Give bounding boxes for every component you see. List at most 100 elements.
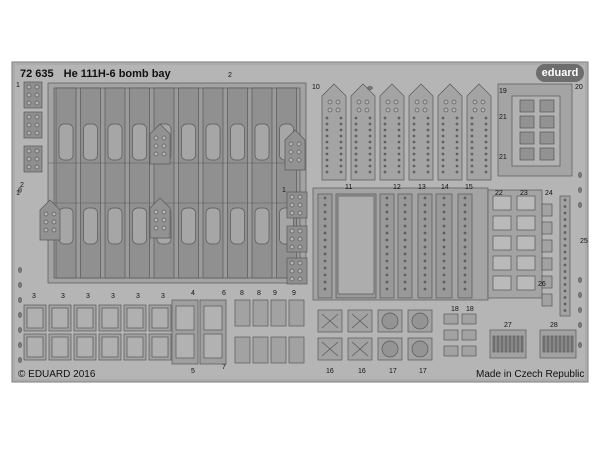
beam-rivet [403, 210, 407, 214]
rivet [441, 116, 445, 120]
beam-rivet [323, 266, 327, 270]
rivet [368, 152, 372, 156]
beam-rivet [323, 245, 327, 249]
strip-hole [289, 260, 295, 266]
part-number-label: 27 [504, 322, 512, 329]
shackle-hole [43, 227, 49, 233]
part-23-slot [516, 275, 536, 291]
door-cutout-top [107, 123, 123, 161]
door-cutout-top [230, 123, 245, 161]
part-17-disc [381, 340, 399, 358]
part-18-clip [443, 329, 459, 341]
rivet [426, 152, 430, 156]
part-8-9-box [288, 336, 305, 364]
beam-rivet [423, 210, 427, 214]
shackle-hole [153, 209, 159, 215]
strip-hole [297, 210, 303, 216]
beam-rivet [423, 266, 427, 270]
part-10-hole [472, 99, 478, 105]
shackle-hole [296, 141, 302, 147]
rivet [484, 122, 488, 126]
shackle-hole [51, 219, 57, 225]
part-number-label: 5 [191, 368, 195, 375]
door-cutout-top [132, 123, 147, 161]
eduard-logo: eduard [536, 64, 584, 82]
door-cutout-bottom [254, 207, 270, 245]
part-22-slot [492, 235, 512, 251]
beam-rivet [385, 203, 389, 207]
rivet [412, 140, 416, 144]
strip-hole [26, 156, 32, 162]
beam-rivet [442, 231, 446, 235]
strip-hole [26, 130, 32, 136]
part-27-tooth [508, 335, 512, 353]
beam-rivet [442, 238, 446, 242]
strip-hole [26, 100, 32, 106]
strip-rivet [563, 224, 567, 228]
sprue-dot [18, 282, 22, 288]
rivet [455, 146, 459, 150]
part-6-window [203, 305, 223, 331]
part-number-label: 11 [345, 184, 353, 191]
rivet [368, 134, 372, 138]
rivet [354, 152, 358, 156]
door-cutout-top [205, 123, 221, 161]
rivet [455, 122, 459, 126]
strip-hole [289, 228, 295, 234]
shackle-hole [161, 135, 167, 141]
sprue-dot [367, 86, 373, 90]
beam-rivet [403, 217, 407, 221]
rivet [368, 164, 372, 168]
beam-rivet [385, 238, 389, 242]
part-number-label: 28 [550, 322, 558, 329]
strip-hole [297, 228, 303, 234]
part-number-label: 3 [61, 293, 65, 300]
part-24-bracket [541, 275, 553, 289]
door-cutout-top [83, 123, 98, 161]
part-24-bracket [541, 293, 553, 307]
part-17-disc [411, 312, 429, 330]
sprue-dot [18, 297, 22, 303]
rivet [368, 170, 372, 174]
sprue-dot [578, 187, 582, 193]
strip-hole [34, 156, 40, 162]
door-cutout-top [254, 123, 270, 161]
beam-rivet [323, 196, 327, 200]
beam-rivet [323, 273, 327, 277]
set-number: 72 635 [20, 68, 54, 80]
part-10-hole [335, 99, 341, 105]
door-rib [104, 87, 126, 279]
rivet [325, 152, 329, 156]
beam-rivet [385, 217, 389, 221]
strip-hole [297, 268, 303, 274]
rivet [397, 158, 401, 162]
rivet [441, 152, 445, 156]
rivet [339, 128, 343, 132]
strip-hole [26, 164, 32, 170]
strip-rivet [563, 237, 567, 241]
part-10-hole [480, 99, 486, 105]
rivet [383, 140, 387, 144]
shackle-hole [51, 227, 57, 233]
rivet [412, 152, 416, 156]
part-10-pointed-panel [466, 83, 492, 181]
part-3-box-inner [76, 336, 94, 358]
part-10-hole [480, 107, 486, 113]
door-cutout-bottom [132, 207, 147, 245]
shackle-hole [296, 149, 302, 155]
beam-rivet [323, 231, 327, 235]
part-8-9-box [270, 336, 287, 364]
part-16-cross [351, 341, 369, 357]
strip-hole [297, 202, 303, 208]
bracket-slot [519, 115, 535, 129]
shackle-hole [288, 157, 294, 163]
shackle-hole [296, 157, 302, 163]
part-10-hole [393, 107, 399, 113]
part-10-hole [356, 99, 362, 105]
part-10-hole [414, 107, 420, 113]
strip-hole [34, 164, 40, 170]
part-8-9-box [252, 299, 269, 327]
rivet [441, 146, 445, 150]
door-cutout-bottom [107, 207, 123, 245]
